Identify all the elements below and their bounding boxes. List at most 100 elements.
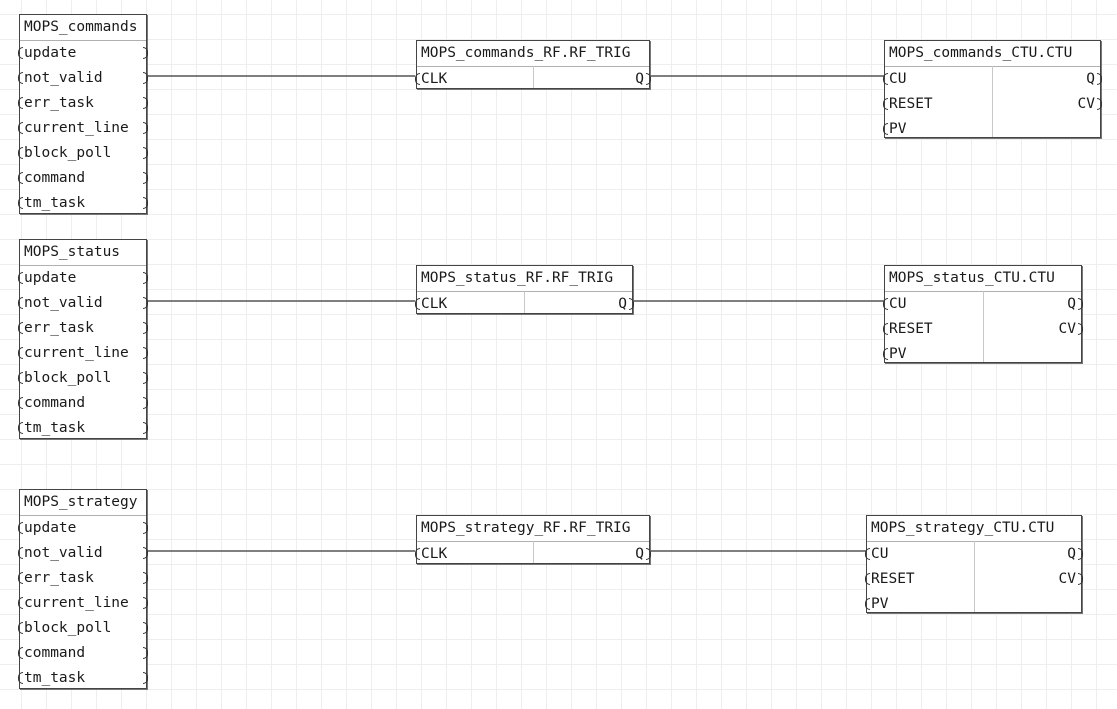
output-pin-icon[interactable] bbox=[143, 547, 148, 559]
trigger-block-strategy[interactable]: MOPS_strategy_RF.RF_TRIG CLK Q bbox=[415, 515, 651, 567]
output-pin-icon[interactable] bbox=[143, 172, 148, 184]
input-pin-icon[interactable] bbox=[415, 73, 420, 85]
output-pin-icon[interactable] bbox=[143, 197, 148, 209]
source-block-status[interactable]: MOPS_status update not_valid err_task cu… bbox=[18, 239, 148, 441]
output-pin-icon[interactable] bbox=[143, 422, 148, 434]
output-pin-icon[interactable] bbox=[143, 522, 148, 534]
source-pin-block-poll[interactable]: block_poll bbox=[18, 141, 148, 166]
source-pin-block-poll[interactable]: block_poll bbox=[18, 616, 148, 641]
input-pin-icon[interactable] bbox=[18, 347, 23, 359]
input-pin-icon[interactable] bbox=[18, 672, 23, 684]
source-pin-current-line[interactable]: current_line bbox=[18, 116, 148, 141]
output-pin-icon[interactable] bbox=[143, 372, 148, 384]
output-pin-icon[interactable] bbox=[143, 347, 148, 359]
output-pin-icon[interactable] bbox=[1078, 548, 1083, 560]
input-pin-icon[interactable] bbox=[18, 272, 23, 284]
source-pin-tm-task[interactable]: tm_task bbox=[18, 666, 148, 691]
output-pin-icon[interactable] bbox=[143, 572, 148, 584]
source-pin-current-line[interactable]: current_line bbox=[18, 591, 148, 616]
counter-row-pv[interactable]: PV bbox=[883, 342, 1081, 367]
output-pin-icon[interactable] bbox=[143, 47, 148, 59]
output-pin-icon[interactable] bbox=[143, 122, 148, 134]
input-pin-icon[interactable] bbox=[18, 97, 23, 109]
counter-row-pv[interactable]: PV bbox=[883, 117, 1100, 142]
source-pin-command[interactable]: command bbox=[18, 166, 148, 191]
input-pin-icon[interactable] bbox=[883, 348, 888, 360]
input-pin-icon[interactable] bbox=[883, 298, 888, 310]
source-pin-err-task[interactable]: err_task bbox=[18, 91, 148, 116]
input-pin-icon[interactable] bbox=[18, 197, 23, 209]
input-pin-icon[interactable] bbox=[18, 147, 23, 159]
trigger-block-commands[interactable]: MOPS_commands_RF.RF_TRIG CLK Q bbox=[415, 40, 651, 92]
output-pin-icon[interactable] bbox=[1078, 573, 1083, 585]
counter-row-cu-q[interactable]: CU Q bbox=[883, 67, 1102, 92]
source-pin-not-valid[interactable]: not_valid bbox=[18, 541, 148, 566]
input-pin-icon[interactable] bbox=[18, 572, 23, 584]
output-pin-icon[interactable] bbox=[143, 72, 148, 84]
source-pin-err-task[interactable]: err_task bbox=[18, 316, 148, 341]
output-pin-icon[interactable] bbox=[143, 672, 148, 684]
input-pin-icon[interactable] bbox=[18, 172, 23, 184]
counter-block-status[interactable]: MOPS_status_CTU.CTU CU Q RESET CV PV bbox=[883, 265, 1083, 363]
input-pin-icon[interactable] bbox=[18, 422, 23, 434]
counter-row-reset-cv[interactable]: RESET CV bbox=[883, 92, 1102, 117]
output-pin-icon[interactable] bbox=[646, 73, 651, 85]
source-pin-update[interactable]: update bbox=[18, 266, 148, 291]
input-pin-icon[interactable] bbox=[883, 98, 888, 110]
source-pin-not-valid[interactable]: not_valid bbox=[18, 66, 148, 91]
source-pin-block-poll[interactable]: block_poll bbox=[18, 366, 148, 391]
source-pin-current-line[interactable]: current_line bbox=[18, 341, 148, 366]
input-pin-icon[interactable] bbox=[18, 622, 23, 634]
counter-row-cu-q[interactable]: CU Q bbox=[883, 292, 1083, 317]
input-pin-icon[interactable] bbox=[883, 123, 888, 135]
output-pin-icon[interactable] bbox=[143, 297, 148, 309]
input-pin-icon[interactable] bbox=[18, 122, 23, 134]
output-pin-icon[interactable] bbox=[1078, 298, 1083, 310]
counter-row-reset-cv[interactable]: RESET CV bbox=[883, 317, 1083, 342]
trigger-io-row[interactable]: CLK Q bbox=[415, 292, 634, 317]
output-pin-icon[interactable] bbox=[143, 147, 148, 159]
output-pin-icon[interactable] bbox=[143, 97, 148, 109]
input-pin-icon[interactable] bbox=[883, 73, 888, 85]
input-pin-icon[interactable] bbox=[865, 548, 870, 560]
input-pin-icon[interactable] bbox=[18, 522, 23, 534]
counter-block-commands[interactable]: MOPS_commands_CTU.CTU CU Q RESET CV PV bbox=[883, 40, 1102, 138]
source-pin-not-valid[interactable]: not_valid bbox=[18, 291, 148, 316]
trigger-block-status[interactable]: MOPS_status_RF.RF_TRIG CLK Q bbox=[415, 265, 634, 317]
source-pin-command[interactable]: command bbox=[18, 641, 148, 666]
source-pin-tm-task[interactable]: tm_task bbox=[18, 416, 148, 441]
output-pin-icon[interactable] bbox=[1078, 323, 1083, 335]
input-pin-icon[interactable] bbox=[18, 372, 23, 384]
output-pin-icon[interactable] bbox=[629, 298, 634, 310]
output-pin-icon[interactable] bbox=[143, 622, 148, 634]
input-pin-icon[interactable] bbox=[415, 298, 420, 310]
input-pin-icon[interactable] bbox=[18, 72, 23, 84]
output-pin-icon[interactable] bbox=[646, 548, 651, 560]
input-pin-icon[interactable] bbox=[18, 297, 23, 309]
input-pin-icon[interactable] bbox=[18, 597, 23, 609]
input-pin-icon[interactable] bbox=[415, 548, 420, 560]
input-pin-icon[interactable] bbox=[18, 547, 23, 559]
source-block-strategy[interactable]: MOPS_strategy update not_valid err_task … bbox=[18, 489, 148, 691]
counter-row-pv[interactable]: PV bbox=[865, 592, 1081, 617]
input-pin-icon[interactable] bbox=[865, 573, 870, 585]
trigger-io-row[interactable]: CLK Q bbox=[415, 542, 651, 567]
output-pin-icon[interactable] bbox=[143, 322, 148, 334]
source-pin-update[interactable]: update bbox=[18, 516, 148, 541]
input-pin-icon[interactable] bbox=[18, 322, 23, 334]
output-pin-icon[interactable] bbox=[1097, 73, 1102, 85]
source-pin-err-task[interactable]: err_task bbox=[18, 566, 148, 591]
output-pin-icon[interactable] bbox=[143, 397, 148, 409]
counter-row-reset-cv[interactable]: RESET CV bbox=[865, 567, 1083, 592]
source-pin-command[interactable]: command bbox=[18, 391, 148, 416]
input-pin-icon[interactable] bbox=[883, 323, 888, 335]
source-block-commands[interactable]: MOPS_commands update not_valid err_task … bbox=[18, 14, 148, 216]
input-pin-icon[interactable] bbox=[18, 397, 23, 409]
output-pin-icon[interactable] bbox=[143, 597, 148, 609]
source-pin-tm-task[interactable]: tm_task bbox=[18, 191, 148, 216]
output-pin-icon[interactable] bbox=[143, 647, 148, 659]
trigger-io-row[interactable]: CLK Q bbox=[415, 67, 651, 92]
input-pin-icon[interactable] bbox=[18, 47, 23, 59]
input-pin-icon[interactable] bbox=[18, 647, 23, 659]
